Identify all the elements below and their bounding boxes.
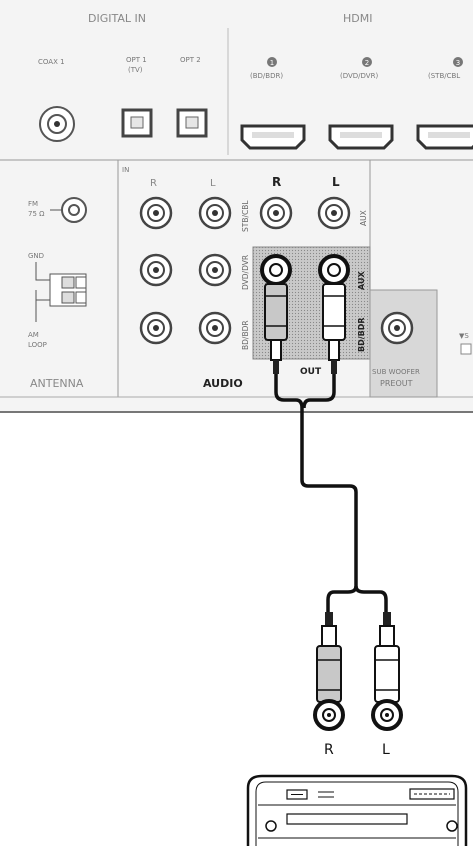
svg-text:2: 2 bbox=[365, 59, 369, 67]
hdmi-port-3 bbox=[416, 124, 473, 150]
hdmi-port-1-label: (BD/BDR) bbox=[250, 72, 283, 80]
fm-antenna-jack bbox=[61, 197, 87, 223]
fm-ohm-label: 75 Ω bbox=[28, 210, 45, 218]
hdmi-port-3-label: (STB/CBL bbox=[428, 72, 460, 80]
hdmi-header: HDMI bbox=[343, 12, 372, 25]
preout-label: PREOUT bbox=[380, 379, 413, 388]
rca-plug-r-device bbox=[313, 612, 345, 731]
subwoofer-jack bbox=[380, 311, 414, 345]
in-label: IN bbox=[122, 166, 129, 174]
coax1-label: COAX 1 bbox=[38, 58, 65, 66]
audio-in-jack-bd-r bbox=[139, 311, 173, 345]
source-device bbox=[246, 774, 468, 846]
fm-label: FM bbox=[28, 200, 38, 208]
audio-in-jack-stb-r bbox=[139, 196, 173, 230]
audio-in-jack-bd-l bbox=[198, 311, 232, 345]
am-gnd-terminal bbox=[35, 262, 87, 322]
coax1-jack bbox=[39, 106, 75, 142]
aux-mid-label: AUX bbox=[357, 271, 366, 290]
column-r-label: R bbox=[150, 178, 157, 189]
out-label: OUT bbox=[300, 367, 322, 377]
hdmi-port-2 bbox=[328, 124, 394, 150]
receiver-rear-panel: DIGITAL IN COAX 1 OPT 1 (TV) OPT 2 HDMI … bbox=[0, 0, 473, 413]
opt1-label: OPT 1 bbox=[126, 56, 147, 64]
stb-cbl-label: STB/CBL bbox=[241, 200, 250, 232]
edge-indicator bbox=[460, 343, 472, 355]
device-knob bbox=[446, 820, 458, 832]
bd-bdr-label: BD/BDR bbox=[241, 320, 250, 350]
audio-in-jack-aux-r bbox=[259, 196, 293, 230]
opt1-sub-label: (TV) bbox=[128, 66, 143, 74]
bd-bdr-right-label: BD/BDR bbox=[357, 317, 366, 352]
audio-in-jack-stb-l bbox=[198, 196, 232, 230]
digital-in-header: DIGITAL IN bbox=[88, 12, 146, 25]
opt1-optical-jack bbox=[121, 108, 153, 138]
antenna-label: ANTENNA bbox=[30, 377, 84, 390]
am-label: AM bbox=[28, 331, 39, 339]
audio-cable bbox=[274, 374, 388, 612]
subwoofer-area bbox=[369, 289, 438, 398]
svg-text:1: 1 bbox=[270, 59, 274, 67]
opt2-optical-jack bbox=[176, 108, 208, 138]
column-r-bold-label: R bbox=[272, 175, 281, 189]
device-power-button bbox=[265, 820, 277, 832]
hdmi-port-2-number: 2 bbox=[362, 57, 372, 67]
rca-plug-r-receiver bbox=[260, 254, 292, 374]
column-l-label: L bbox=[210, 178, 216, 189]
device-plug-r-label: R bbox=[324, 742, 334, 758]
rca-plug-l-receiver bbox=[318, 254, 350, 374]
hdmi-port-1 bbox=[240, 124, 306, 150]
hdmi-port-1-number: 1 bbox=[267, 57, 277, 67]
hdmi-port-2-label: (DVD/DVR) bbox=[340, 72, 378, 80]
audio-in-jack-aux-l bbox=[317, 196, 351, 230]
hdmi-port-3-number: 3 bbox=[453, 57, 463, 67]
gnd-label: GND bbox=[28, 252, 44, 260]
loop-label: LOOP bbox=[28, 341, 47, 349]
aux-top-label: AUX bbox=[359, 210, 368, 226]
device-disc-tray bbox=[286, 813, 408, 825]
dvd-dvr-label: DVD/DVR bbox=[241, 255, 250, 290]
svg-text:3: 3 bbox=[456, 59, 460, 67]
device-plug-l-label: L bbox=[382, 742, 390, 758]
opt2-label: OPT 2 bbox=[180, 56, 201, 64]
audio-in-jack-dvd-l bbox=[198, 253, 232, 287]
rca-plug-l-device bbox=[371, 612, 403, 731]
edge-mark: ▼S bbox=[459, 332, 469, 340]
audio-label: AUDIO bbox=[203, 377, 243, 390]
audio-in-jack-dvd-r bbox=[139, 253, 173, 287]
sub-woofer-label: SUB WOOFER bbox=[372, 368, 420, 376]
column-l-bold-label: L bbox=[332, 175, 340, 189]
